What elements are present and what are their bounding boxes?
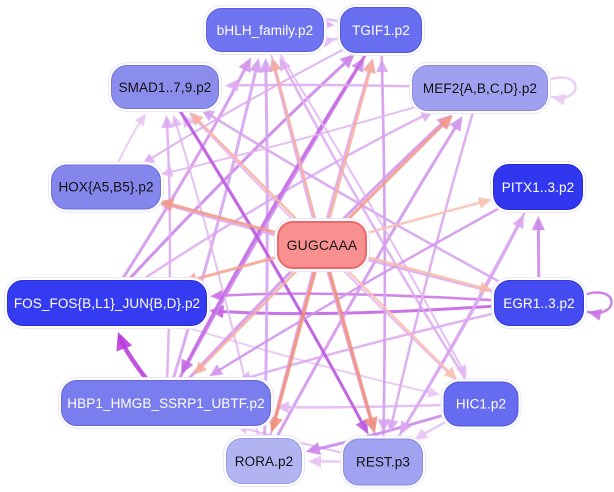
network-edge — [193, 361, 208, 375]
network-edge — [588, 308, 602, 321]
network-node-hbp1-hmgb-ssrp1-ubtf[interactable]: HBP1_HMGB_SSRP1_UBTF.p2 — [61, 380, 271, 426]
network-edge — [142, 153, 156, 165]
network-edge — [209, 364, 224, 377]
node-label: HBP1_HMGB_SSRP1_UBTF.p2 — [67, 395, 265, 411]
network-edge — [213, 301, 541, 316]
network-edge — [164, 62, 259, 405]
network-edge — [305, 442, 321, 455]
network-node-bhlh-family[interactable]: bHLH_family.p2 — [206, 8, 324, 52]
network-edge — [264, 29, 465, 373]
network-edge — [456, 364, 467, 378]
network-edge — [160, 166, 174, 177]
network-edge — [443, 366, 458, 381]
network-edge — [449, 116, 463, 132]
network-edge — [377, 419, 390, 433]
network-node-pitx[interactable]: PITX1..3.p2 — [493, 164, 583, 210]
network-edge — [224, 79, 239, 92]
network-edge — [477, 196, 492, 209]
network-edge — [363, 58, 376, 75]
network-edge — [237, 371, 253, 383]
network-edge — [182, 28, 383, 371]
network-edge — [105, 61, 250, 305]
network-edge — [552, 93, 566, 106]
network-edge — [262, 119, 461, 463]
network-node-smad[interactable]: SMAD1..7,9.p2 — [111, 65, 219, 109]
network-edge — [438, 114, 453, 130]
network-edge — [478, 281, 493, 294]
network-edge — [268, 415, 283, 433]
network-node-egr[interactable]: EGR1..3.p2 — [494, 280, 584, 326]
node-label: HIC1.p2 — [455, 396, 507, 412]
network-node-mef2[interactable]: MEF2{A,B,C,D}.p2 — [412, 65, 548, 111]
network-edge — [259, 57, 273, 73]
node-label: MEF2{A,B,C,D}.p2 — [422, 80, 538, 96]
network-edge — [414, 428, 429, 441]
network-node-rest[interactable]: REST.p3 — [343, 438, 423, 486]
network-edge — [242, 301, 541, 381]
network-edge — [164, 119, 172, 405]
network-edge — [249, 57, 262, 74]
network-edge — [158, 198, 175, 212]
network-edge — [238, 57, 251, 73]
node-label: HOX{A5,B5}.p2 — [58, 179, 154, 195]
node-label: PITX1..3.p2 — [501, 179, 575, 195]
network-edge — [163, 85, 367, 431]
network-edge — [272, 62, 324, 247]
network-edge — [531, 215, 545, 231]
network-node-tgif1[interactable]: TGIF1.p2 — [340, 7, 422, 53]
network-edge — [105, 112, 430, 305]
network-edge — [386, 418, 399, 433]
network-edge — [180, 358, 194, 375]
network-node-hox[interactable]: HOX{A5,B5}.p2 — [51, 164, 161, 210]
node-label: bHLH_family.p2 — [216, 22, 314, 38]
network-edge — [401, 185, 540, 431]
motif-node-gugcaaa[interactable]: GUGCAAA — [277, 221, 367, 269]
network-edge — [307, 455, 322, 468]
node-label: GUGCAAA — [286, 237, 358, 253]
network-edge — [419, 110, 434, 122]
network-edge — [214, 292, 541, 305]
network-edge — [269, 57, 282, 72]
network-edge — [116, 331, 133, 352]
network-edge — [427, 386, 440, 398]
node-label: FOS_FOS{B,L1}_JUN{B,D}.p2 — [13, 295, 201, 311]
node-label: REST.p3 — [356, 454, 410, 470]
network-edge — [171, 114, 183, 128]
network-node-rora[interactable]: RORA.p2 — [226, 438, 302, 484]
network-edge — [322, 35, 336, 48]
network-edge — [201, 109, 216, 122]
network-edge — [320, 62, 374, 247]
node-label: EGR1..3.p2 — [503, 295, 575, 311]
network-edge — [339, 54, 355, 69]
node-label: TGIF1.p2 — [352, 22, 410, 38]
network-edge — [320, 243, 375, 429]
network-node-hic1[interactable]: HIC1.p2 — [443, 381, 519, 427]
network-edge — [321, 17, 335, 30]
network-edge — [281, 61, 483, 406]
network-edge — [389, 86, 482, 429]
network-edge — [134, 113, 147, 127]
node-label: SMAD1..7,9.p2 — [118, 79, 212, 95]
network-edge — [399, 420, 412, 435]
network-edge — [271, 243, 324, 429]
node-label: RORA.p2 — [234, 453, 294, 469]
network-node-fos-jun[interactable]: FOS_FOS{B,L1}_JUN{B,D}.p2 — [7, 280, 207, 326]
network-edge — [363, 416, 378, 433]
network-edge — [355, 418, 369, 435]
network-edge — [276, 401, 290, 414]
network-edge — [236, 423, 250, 435]
network-edge — [161, 114, 174, 129]
network-edge — [190, 112, 204, 126]
